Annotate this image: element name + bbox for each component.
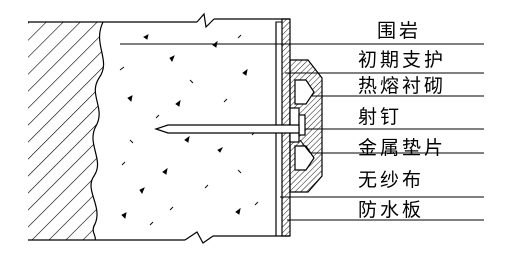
label-metal-gasket: 金属垫片 (358, 137, 446, 159)
label-hot-melt-liner: 热熔衬砌 (358, 75, 446, 97)
shooting-nail (154, 124, 300, 134)
label-surrounding-rock: 围岩 (377, 20, 421, 42)
label-nonwoven-fabric: 无纱布 (358, 169, 424, 191)
surrounding-rock (28, 21, 105, 241)
leader-lines (120, 43, 484, 221)
label-shooting-nail: 射钉 (358, 106, 402, 128)
shotcrete-aggregate (119, 34, 259, 226)
hot-melt-liner (289, 59, 323, 193)
label-waterproof-board: 防水板 (358, 199, 424, 221)
label-initial-support: 初期支护 (358, 49, 446, 71)
